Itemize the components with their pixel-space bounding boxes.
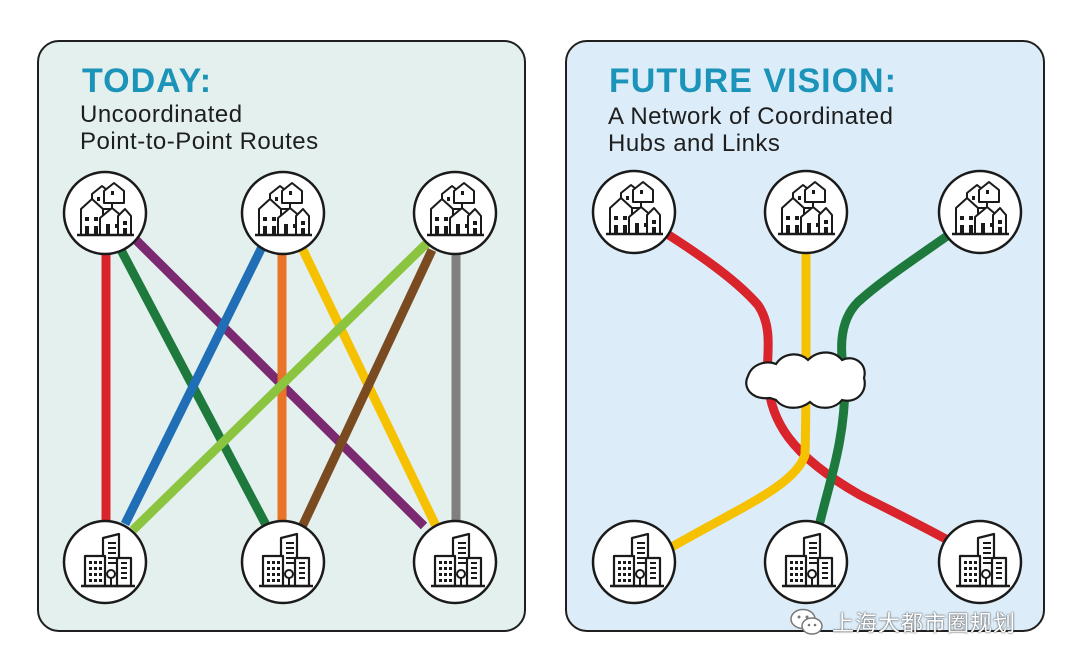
future-subtitle-line2: Hubs and Links: [608, 130, 781, 157]
future-bottom-left-office-buildings-icon: [591, 519, 677, 605]
top-right-houses-icon: [412, 170, 498, 256]
future-bottom-middle-office-buildings-icon: [763, 519, 849, 605]
top-middle-houses-icon: [240, 170, 326, 256]
wechat-icon: [790, 608, 823, 635]
bottom-middle-office-buildings-icon: [240, 519, 326, 605]
future-route-green: [815, 229, 955, 527]
today-subtitle-line2: Point-to-Point Routes: [80, 128, 319, 155]
future-top-right-houses-icon: [937, 169, 1023, 255]
watermark-text: 上海大都市圈规划: [832, 612, 1017, 637]
route-lightgreen: [129, 239, 431, 534]
today-subtitle-line1: Uncoordinated: [80, 101, 243, 128]
future-top-middle-houses-icon: [763, 169, 849, 255]
today-heading: TODAY:: [82, 62, 213, 100]
bottom-right-office-buildings-icon: [412, 519, 498, 605]
top-left-houses-icon: [62, 170, 148, 256]
future-bottom-right-office-buildings-icon: [937, 519, 1023, 605]
watermark: 上海大都市圈规划: [790, 606, 1016, 638]
future-top-left-houses-icon: [591, 169, 677, 255]
future-heading: FUTURE VISION:: [609, 62, 897, 100]
bottom-left-office-buildings-icon: [62, 519, 148, 605]
future-subtitle: A Network of Coordinated Hubs and Links: [608, 103, 893, 157]
today-subtitle: Uncoordinated Point-to-Point Routes: [80, 101, 319, 155]
route-brown: [297, 248, 437, 529]
route-blue: [120, 243, 268, 526]
future-subtitle-line1: A Network of Coordinated: [608, 103, 894, 130]
hub-cloud-icon: [745, 351, 866, 409]
